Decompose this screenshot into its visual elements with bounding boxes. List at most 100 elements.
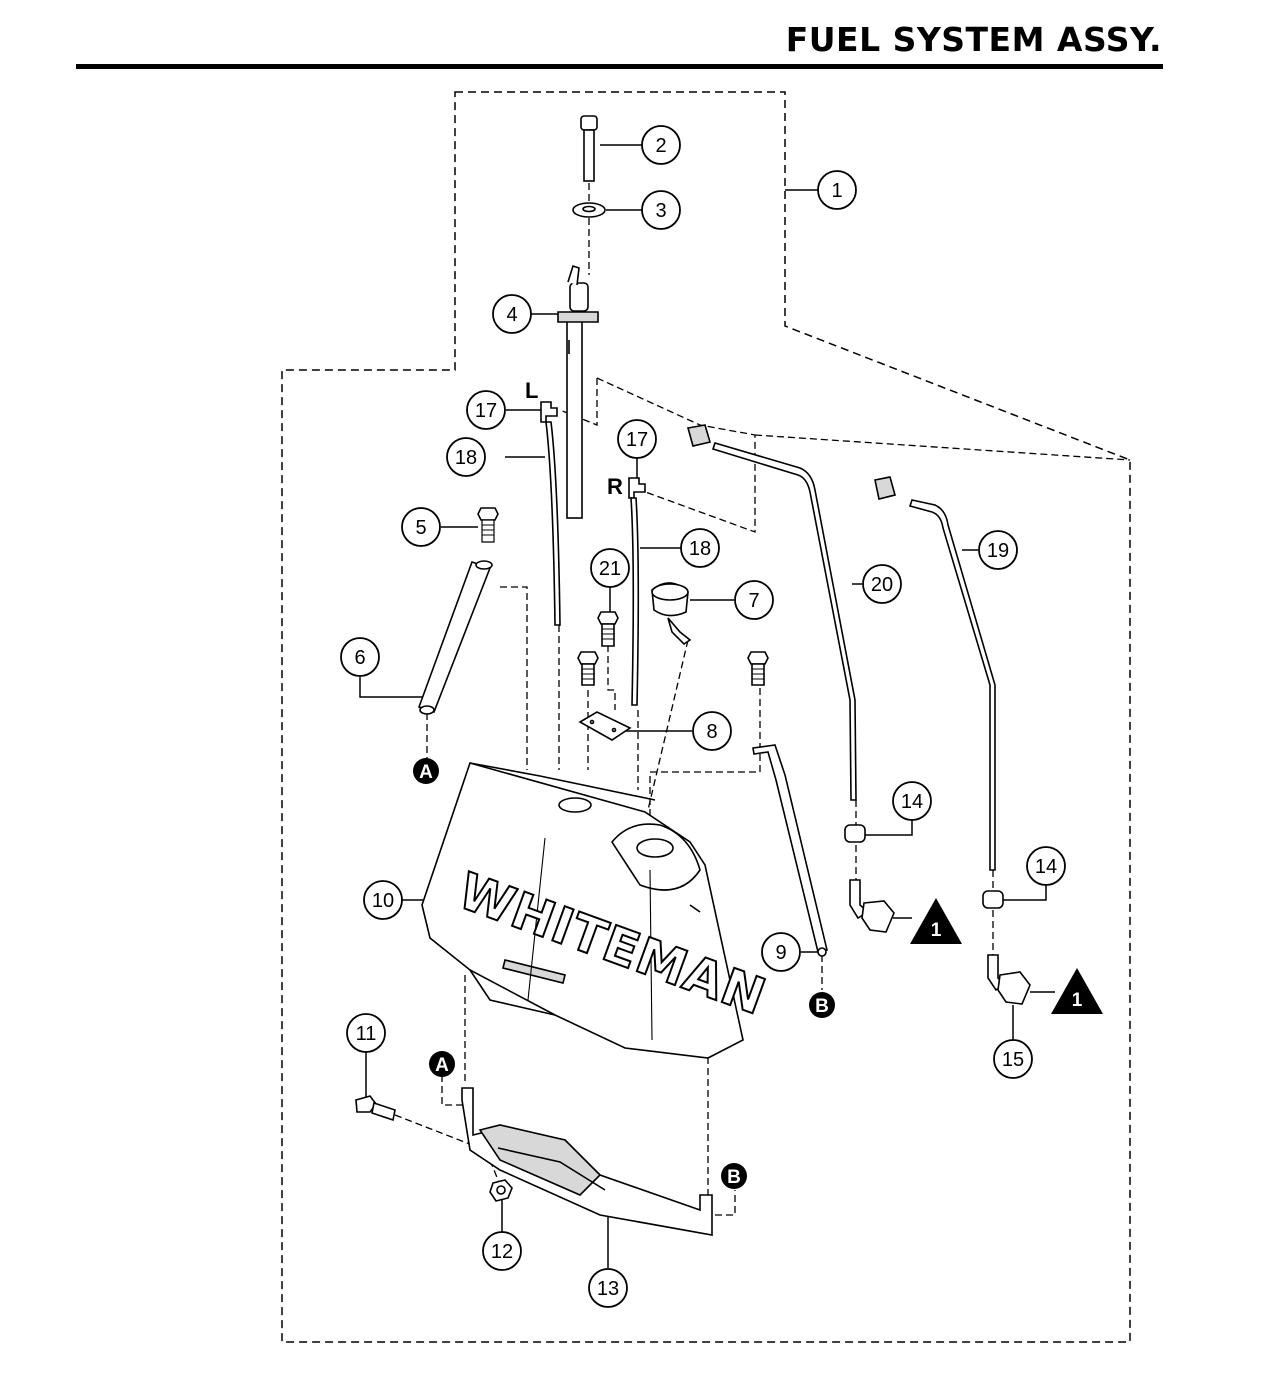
callout-circle-13	[588, 1268, 628, 1308]
callout-circle-3	[641, 190, 681, 230]
elbow-fitting-15-part	[987, 954, 1031, 1005]
side-marker-right: R	[607, 474, 623, 499]
fuel-cap-part	[651, 582, 692, 646]
callout-5: 5	[415, 517, 426, 539]
hose-fitting-l-part	[540, 401, 558, 423]
callout-circle-19	[978, 530, 1018, 570]
callout-3: 3	[655, 200, 666, 222]
callout-circle-1	[817, 170, 857, 210]
callout-11: 11	[356, 1023, 377, 1045]
callout-21: 21	[599, 558, 621, 580]
callout-6: 6	[354, 647, 365, 669]
bolt-21-part	[597, 611, 619, 647]
note-flag-triangle-2	[1051, 968, 1103, 1014]
callout-13: 13	[597, 1278, 619, 1300]
callout-circle-15	[993, 1039, 1033, 1079]
marker-a-upper-dot	[413, 758, 439, 784]
callout-circle-8	[692, 711, 732, 751]
callout-circle-2	[641, 125, 681, 165]
tank-stay-6-part	[417, 560, 493, 715]
callout-circle-5	[401, 507, 441, 547]
callout-18a: 18	[455, 447, 477, 469]
tank-guide-line-1	[500, 586, 528, 770]
callout-17a: 17	[475, 400, 497, 422]
callout-4: 4	[506, 304, 517, 326]
side-marker-left: L	[525, 378, 538, 403]
leader-14b	[1001, 885, 1047, 901]
callout-circle-12	[482, 1231, 522, 1271]
fill-tube-guide-line	[559, 378, 598, 426]
marker-b-right: B	[815, 996, 829, 1017]
bolt-bracket-part	[747, 651, 769, 686]
callout-circle-18a	[446, 437, 486, 477]
frame-13-part	[461, 1087, 713, 1236]
callout-circle-6	[340, 637, 380, 677]
callout-19: 19	[987, 540, 1009, 562]
assembly-boundary	[281, 91, 1131, 1343]
marker-a-lower: A	[435, 1055, 449, 1076]
callout-circle-14a	[892, 781, 932, 821]
plate-8-part	[578, 711, 632, 741]
hose-clamp-14a-part	[844, 824, 866, 843]
callout-15: 15	[1002, 1049, 1024, 1071]
callout-17b: 17	[626, 429, 648, 451]
marker-a-upper: A	[419, 762, 433, 783]
note-flag-2: 1	[1072, 990, 1083, 1011]
tank-guide-line-4	[607, 645, 616, 710]
callout-2: 2	[655, 135, 666, 157]
callout-20: 20	[871, 574, 893, 596]
marker-a-lower-dot	[429, 1051, 455, 1077]
marker-a-guide-line	[441, 1075, 463, 1106]
frame-guide-line-right	[707, 1035, 736, 1216]
callout-circle-20	[862, 564, 902, 604]
fuel-gauge-part	[557, 264, 599, 519]
hose-route-line-2	[754, 434, 1131, 461]
bracket9-guide-line	[649, 688, 761, 815]
callout-circle-17b	[617, 419, 657, 459]
note-flag-1: 1	[931, 920, 942, 941]
callout-circle-11	[346, 1013, 386, 1053]
hose-clamp-14b-part	[982, 890, 1004, 909]
leader-6	[359, 677, 422, 698]
fuel-hose-r-part	[630, 497, 640, 706]
callout-18b: 18	[689, 538, 711, 560]
marker-b-lower: B	[727, 1167, 741, 1188]
callout-circle-7	[734, 580, 774, 620]
marker-b-right-dot	[809, 992, 835, 1018]
bolt-center-part	[577, 651, 599, 686]
callout-circle-9	[761, 932, 801, 972]
callout-circle-14b	[1026, 846, 1066, 886]
washer-part	[572, 202, 606, 218]
marker-b-lower-dot	[721, 1163, 747, 1189]
callout-14b: 14	[1035, 856, 1057, 878]
hose-19-part	[874, 476, 996, 871]
elbow-fitting-left-part	[849, 879, 895, 933]
callout-7: 7	[748, 590, 759, 612]
hose-20-part	[686, 424, 857, 801]
leader-14a	[864, 820, 913, 836]
fuel-hose-l-part	[545, 421, 561, 626]
callout-10: 10	[372, 890, 394, 912]
callout-12: 12	[491, 1241, 513, 1263]
title-rule	[76, 64, 1163, 69]
bolt-11-part	[355, 1095, 396, 1122]
callout-circle-18b	[680, 528, 720, 568]
callout-14a: 14	[901, 791, 923, 813]
nut-12-part	[489, 1179, 513, 1202]
callout-circle-10	[363, 880, 403, 920]
bracket-9-part	[752, 744, 828, 957]
cap-screw-part	[580, 115, 598, 182]
callout-9: 9	[775, 942, 786, 964]
note-flag-triangle-1	[910, 898, 962, 944]
bolt-5-part	[477, 507, 499, 543]
cap-guide-line	[647, 639, 689, 811]
callout-circle-17a	[466, 390, 506, 430]
page-title: FUEL SYSTEM ASSY.	[785, 20, 1162, 59]
callout-circle-21	[590, 548, 630, 588]
callout-circle-4	[492, 294, 532, 334]
hose-fitting-r-part	[628, 477, 646, 499]
callout-1: 1	[831, 180, 842, 202]
callout-8: 8	[706, 721, 717, 743]
fuel-tank-part: WHITEMAN	[421, 762, 774, 1059]
